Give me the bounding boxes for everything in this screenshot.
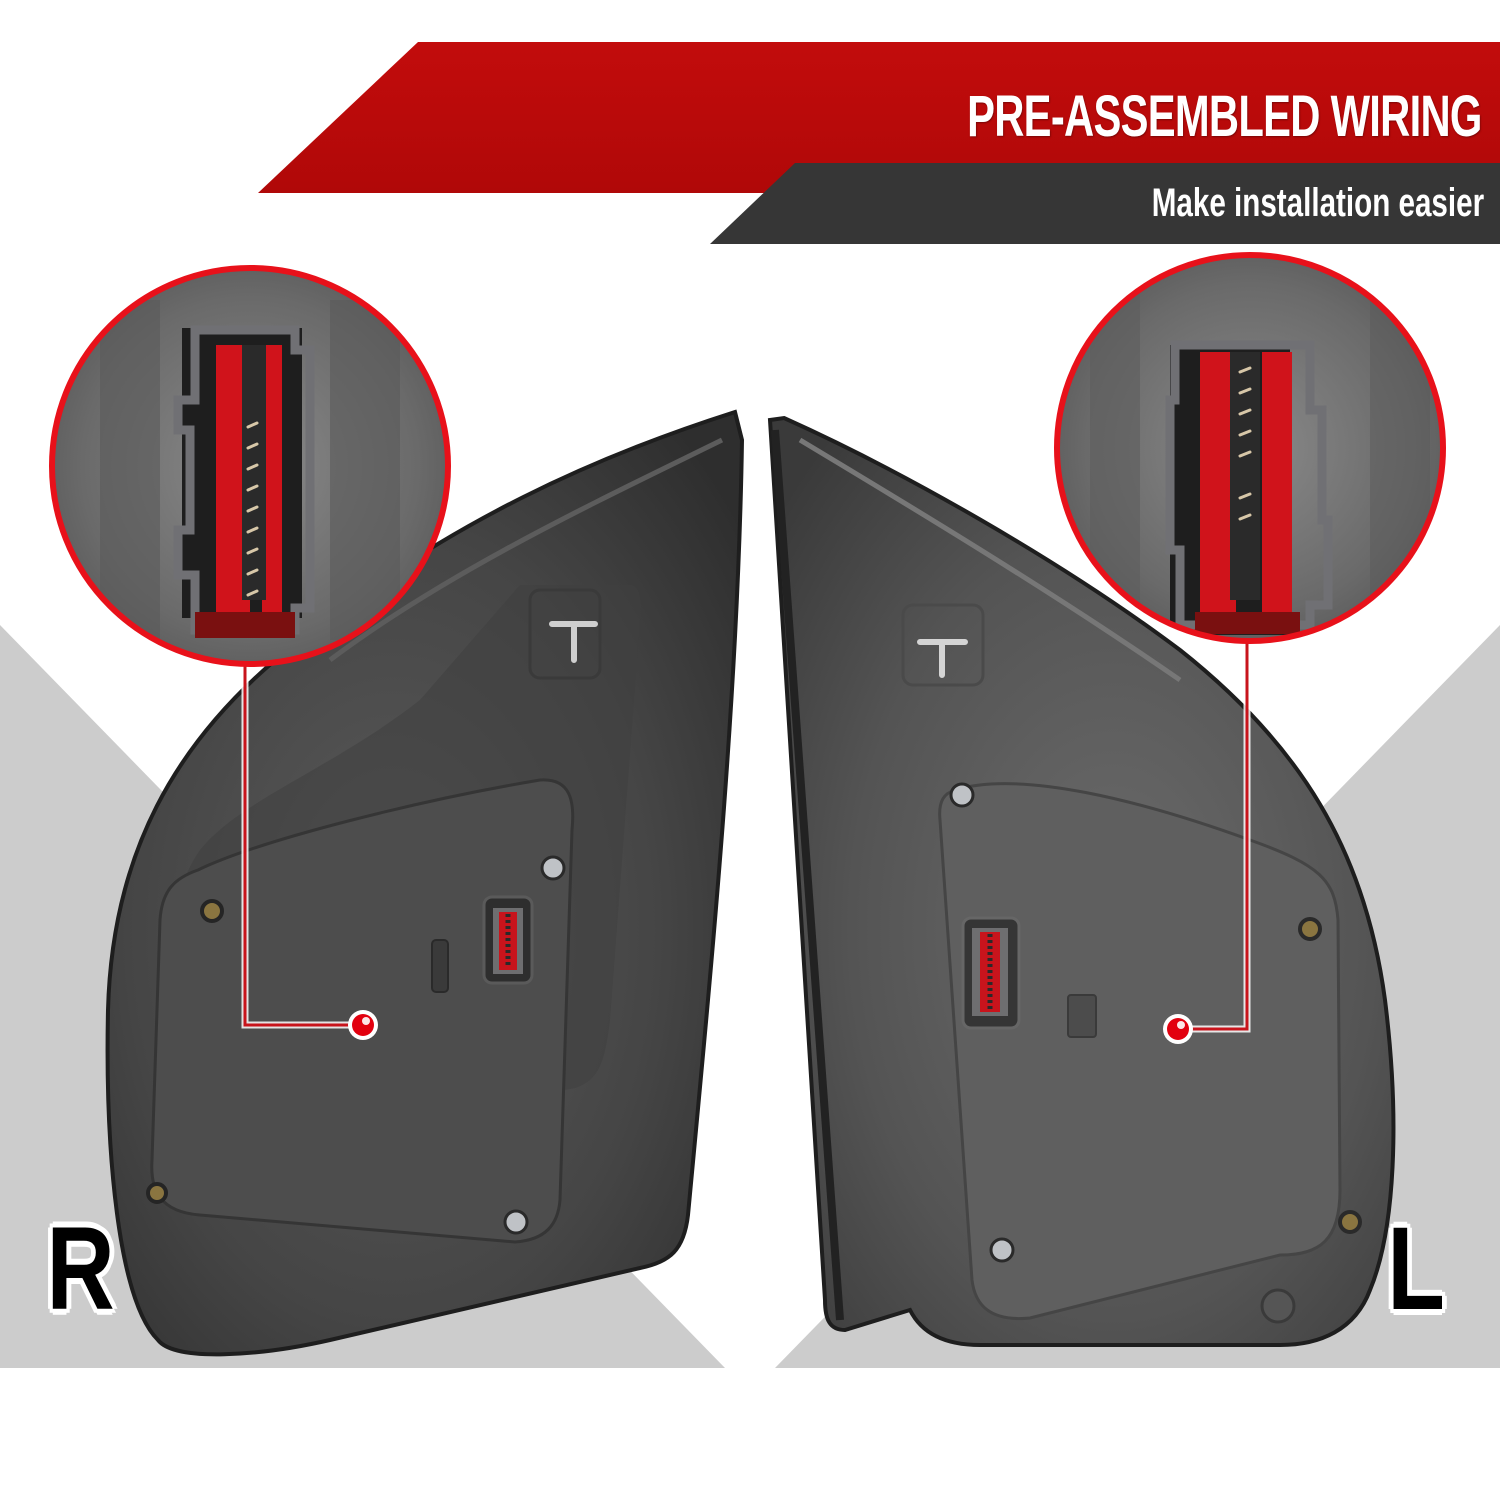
feature-title: PRE-ASSEMBLED WIRING [967,84,1482,149]
bolt-icon [949,782,975,808]
callout-ring [49,265,451,667]
wiring-connector [961,916,1021,1030]
threaded-insert-icon [146,1182,168,1204]
bolt-icon [540,855,566,881]
mirror-r-housing [105,409,745,1357]
wiring-connector [482,895,534,985]
side-label-r: R [46,1203,115,1335]
callout-line-l [1180,641,1251,1033]
connector-closeup-l [1054,252,1446,644]
title-banner-shape [258,42,1500,193]
mount-clip-icon [549,621,598,663]
threaded-insert-icon [1338,1210,1362,1234]
callout-ring [1054,252,1446,644]
side-label-l: L [1387,1203,1445,1335]
feature-subtitle: Make installation easier [1151,181,1484,225]
subtitle-banner-shape [710,163,1500,244]
screw-cap-icon [1260,1288,1296,1324]
connector-closeup-r [49,265,451,667]
mount-clip-icon [917,639,968,678]
bolt-icon [503,1209,529,1235]
mirror-l-housing [767,415,1396,1347]
header-banner [258,42,1500,244]
threaded-insert-icon [200,899,224,923]
callout-dot-l [1163,1014,1193,1044]
bolt-icon [989,1237,1015,1263]
callout-line-r [241,664,360,1029]
threaded-insert-icon [1298,917,1322,941]
callout-dot-r [348,1010,378,1040]
